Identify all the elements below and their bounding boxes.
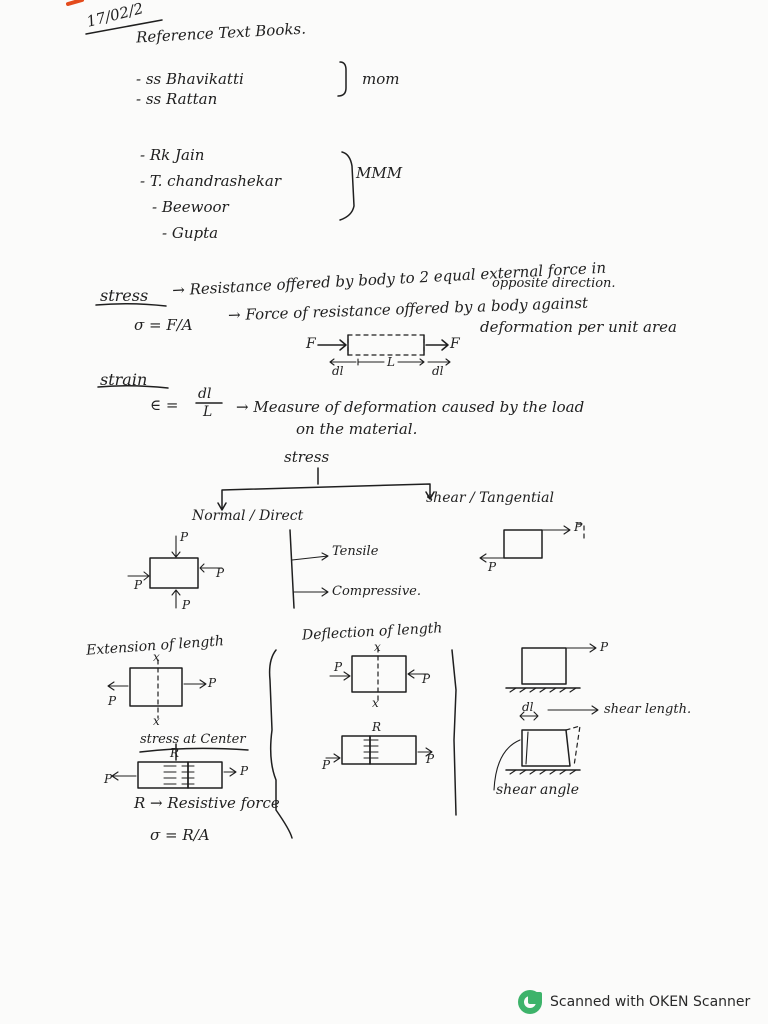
scanner-logo-icon [518, 990, 542, 1014]
load-p: P [488, 560, 497, 574]
tensile-label: Tensile [332, 544, 379, 559]
strain-definition-cont: on the material. [296, 420, 418, 438]
load-p: P [216, 566, 225, 580]
stress-definition-cont: opposite direction. [492, 276, 616, 291]
stress-formula: σ = F/A [134, 316, 193, 334]
stress-at-center-label: stress at Center [140, 732, 246, 747]
dl-label: dl [332, 364, 344, 378]
book-group-tag: MMM [356, 164, 403, 182]
load-p: P [334, 660, 343, 674]
scanner-watermark: Scanned with OKEN Scanner [518, 990, 750, 1014]
book-group-tag: mom [362, 70, 400, 88]
sigma-equation: σ = R/A [150, 826, 210, 844]
load-p: P [422, 672, 431, 686]
force-label: F [306, 336, 316, 352]
axis-x: x [372, 696, 379, 710]
tree-normal: Normal / Direct [192, 508, 304, 524]
scanner-watermark-text: Scanned with OKEN Scanner [550, 994, 751, 1010]
r-label: R [170, 746, 180, 760]
load-p: P [208, 676, 217, 690]
strain-formula-den: L [203, 404, 213, 420]
shear-length-label: shear length. [604, 702, 692, 717]
compressive-label: Compressive. [332, 584, 422, 599]
book-item: - Rk Jain [140, 146, 205, 164]
book-item: - Beewoor [152, 198, 229, 216]
stress-label: stress [100, 286, 149, 305]
r-label: R [372, 720, 382, 734]
load-p: P [240, 764, 249, 778]
dl-label: dl [522, 700, 534, 714]
shear-angle-label: shear angle [496, 782, 580, 798]
resistive-force-label: R → Resistive force [134, 794, 280, 812]
force-label: F [450, 336, 460, 352]
book-item: - ss Bhavikatti [136, 70, 244, 88]
axis-x: x [153, 714, 160, 728]
load-p: P [108, 694, 117, 708]
stress-definition-cont: deformation per unit area [480, 318, 677, 336]
strain-definition: → Measure of deformation caused by the l… [236, 398, 585, 416]
strain-formula-num: dl [198, 386, 212, 402]
load-p: P [134, 578, 143, 592]
axis-x: x [374, 640, 381, 654]
axis-x: x [153, 650, 160, 664]
load-p: P [322, 758, 331, 772]
load-p: P [180, 530, 189, 544]
strain-label: strain [100, 370, 148, 389]
load-p: P [104, 772, 113, 786]
tree-root: stress [284, 448, 330, 466]
tree-shear: shear / Tangential [426, 490, 554, 506]
book-item: - Gupta [162, 224, 219, 242]
strain-formula-lhs: ∈ = [150, 396, 179, 414]
load-p: P [426, 752, 435, 766]
load-p: P [182, 598, 191, 612]
book-item: - ss Rattan [136, 90, 218, 108]
book-item: - T. chandrashekar [140, 172, 281, 190]
dl-label: dl [432, 364, 444, 378]
load-p: P [600, 640, 609, 654]
length-label: L [387, 355, 395, 369]
load-p: P [574, 520, 583, 534]
